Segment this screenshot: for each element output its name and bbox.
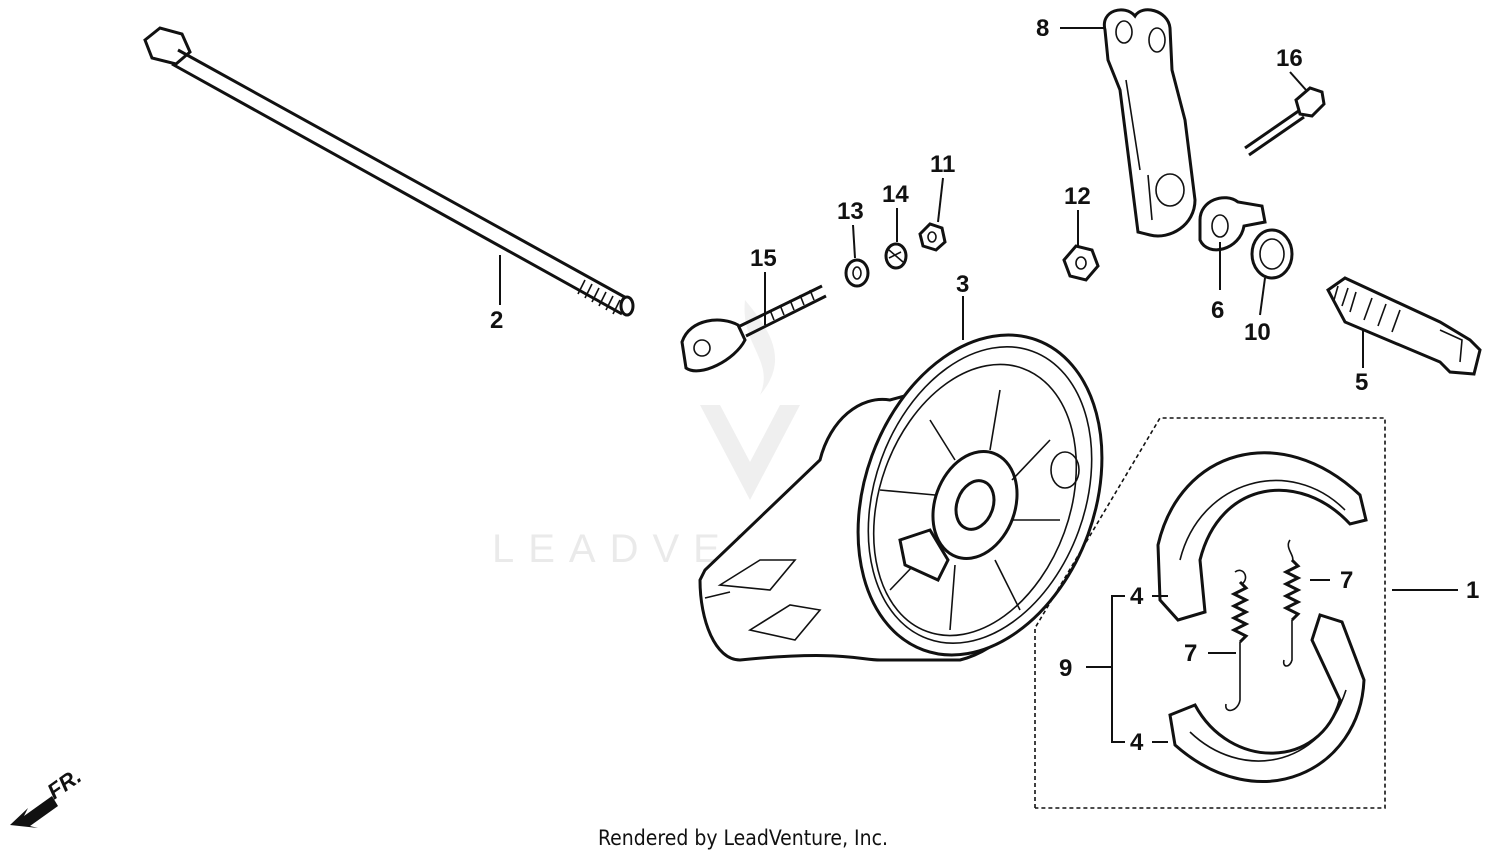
brake-shoe-lower	[1168, 613, 1366, 783]
leader-lines	[499, 27, 1458, 743]
callout-3: 3	[956, 271, 969, 298]
watermark-logo-icon	[700, 405, 800, 500]
callout-9: 9	[1059, 655, 1072, 682]
nut-11	[918, 222, 947, 252]
footer-credit: Rendered by LeadVenture, Inc.	[598, 826, 888, 850]
spring-upper	[1282, 539, 1302, 667]
nut-13	[844, 258, 870, 288]
callout-7-lower: 7	[1184, 640, 1197, 667]
brake-arm	[1102, 8, 1197, 238]
callout-13: 13	[837, 198, 864, 225]
front-label: FR.	[43, 763, 86, 804]
callout-1: 1	[1466, 577, 1479, 604]
brake-panel	[698, 333, 1104, 662]
callout-15: 15	[750, 245, 777, 272]
shoe-assembly-frame	[1034, 417, 1386, 809]
callout-4-lower: 4	[1130, 729, 1144, 756]
adjusting-bolt	[680, 284, 827, 373]
callout-11: 11	[930, 151, 955, 178]
bolt-16	[1244, 86, 1326, 157]
brake-cam	[1326, 276, 1482, 376]
spring-lower	[1225, 569, 1250, 712]
callout-16: 16	[1276, 45, 1303, 72]
callout-labels: 1 2 3 4 4 5 6 7 7 8 9 10 11 12 13 14 15 …	[490, 15, 1479, 756]
callout-4-upper: 4	[1130, 583, 1144, 610]
nut-12	[1062, 244, 1100, 282]
dust-seal	[1250, 228, 1294, 280]
washer-14	[884, 242, 908, 270]
front-arrow-icon	[10, 796, 58, 828]
callout-10: 10	[1244, 319, 1271, 346]
callout-6: 6	[1211, 297, 1224, 324]
callout-5: 5	[1355, 369, 1368, 396]
indicator-plate	[1198, 196, 1267, 252]
callout-12: 12	[1064, 183, 1091, 210]
brake-shoe-upper	[1156, 451, 1368, 622]
front-direction: FR.	[10, 763, 86, 828]
callout-8: 8	[1036, 15, 1049, 42]
callout-7-upper: 7	[1340, 567, 1353, 594]
axle	[143, 26, 635, 317]
callout-14: 14	[882, 181, 909, 208]
callout-2: 2	[490, 307, 503, 334]
